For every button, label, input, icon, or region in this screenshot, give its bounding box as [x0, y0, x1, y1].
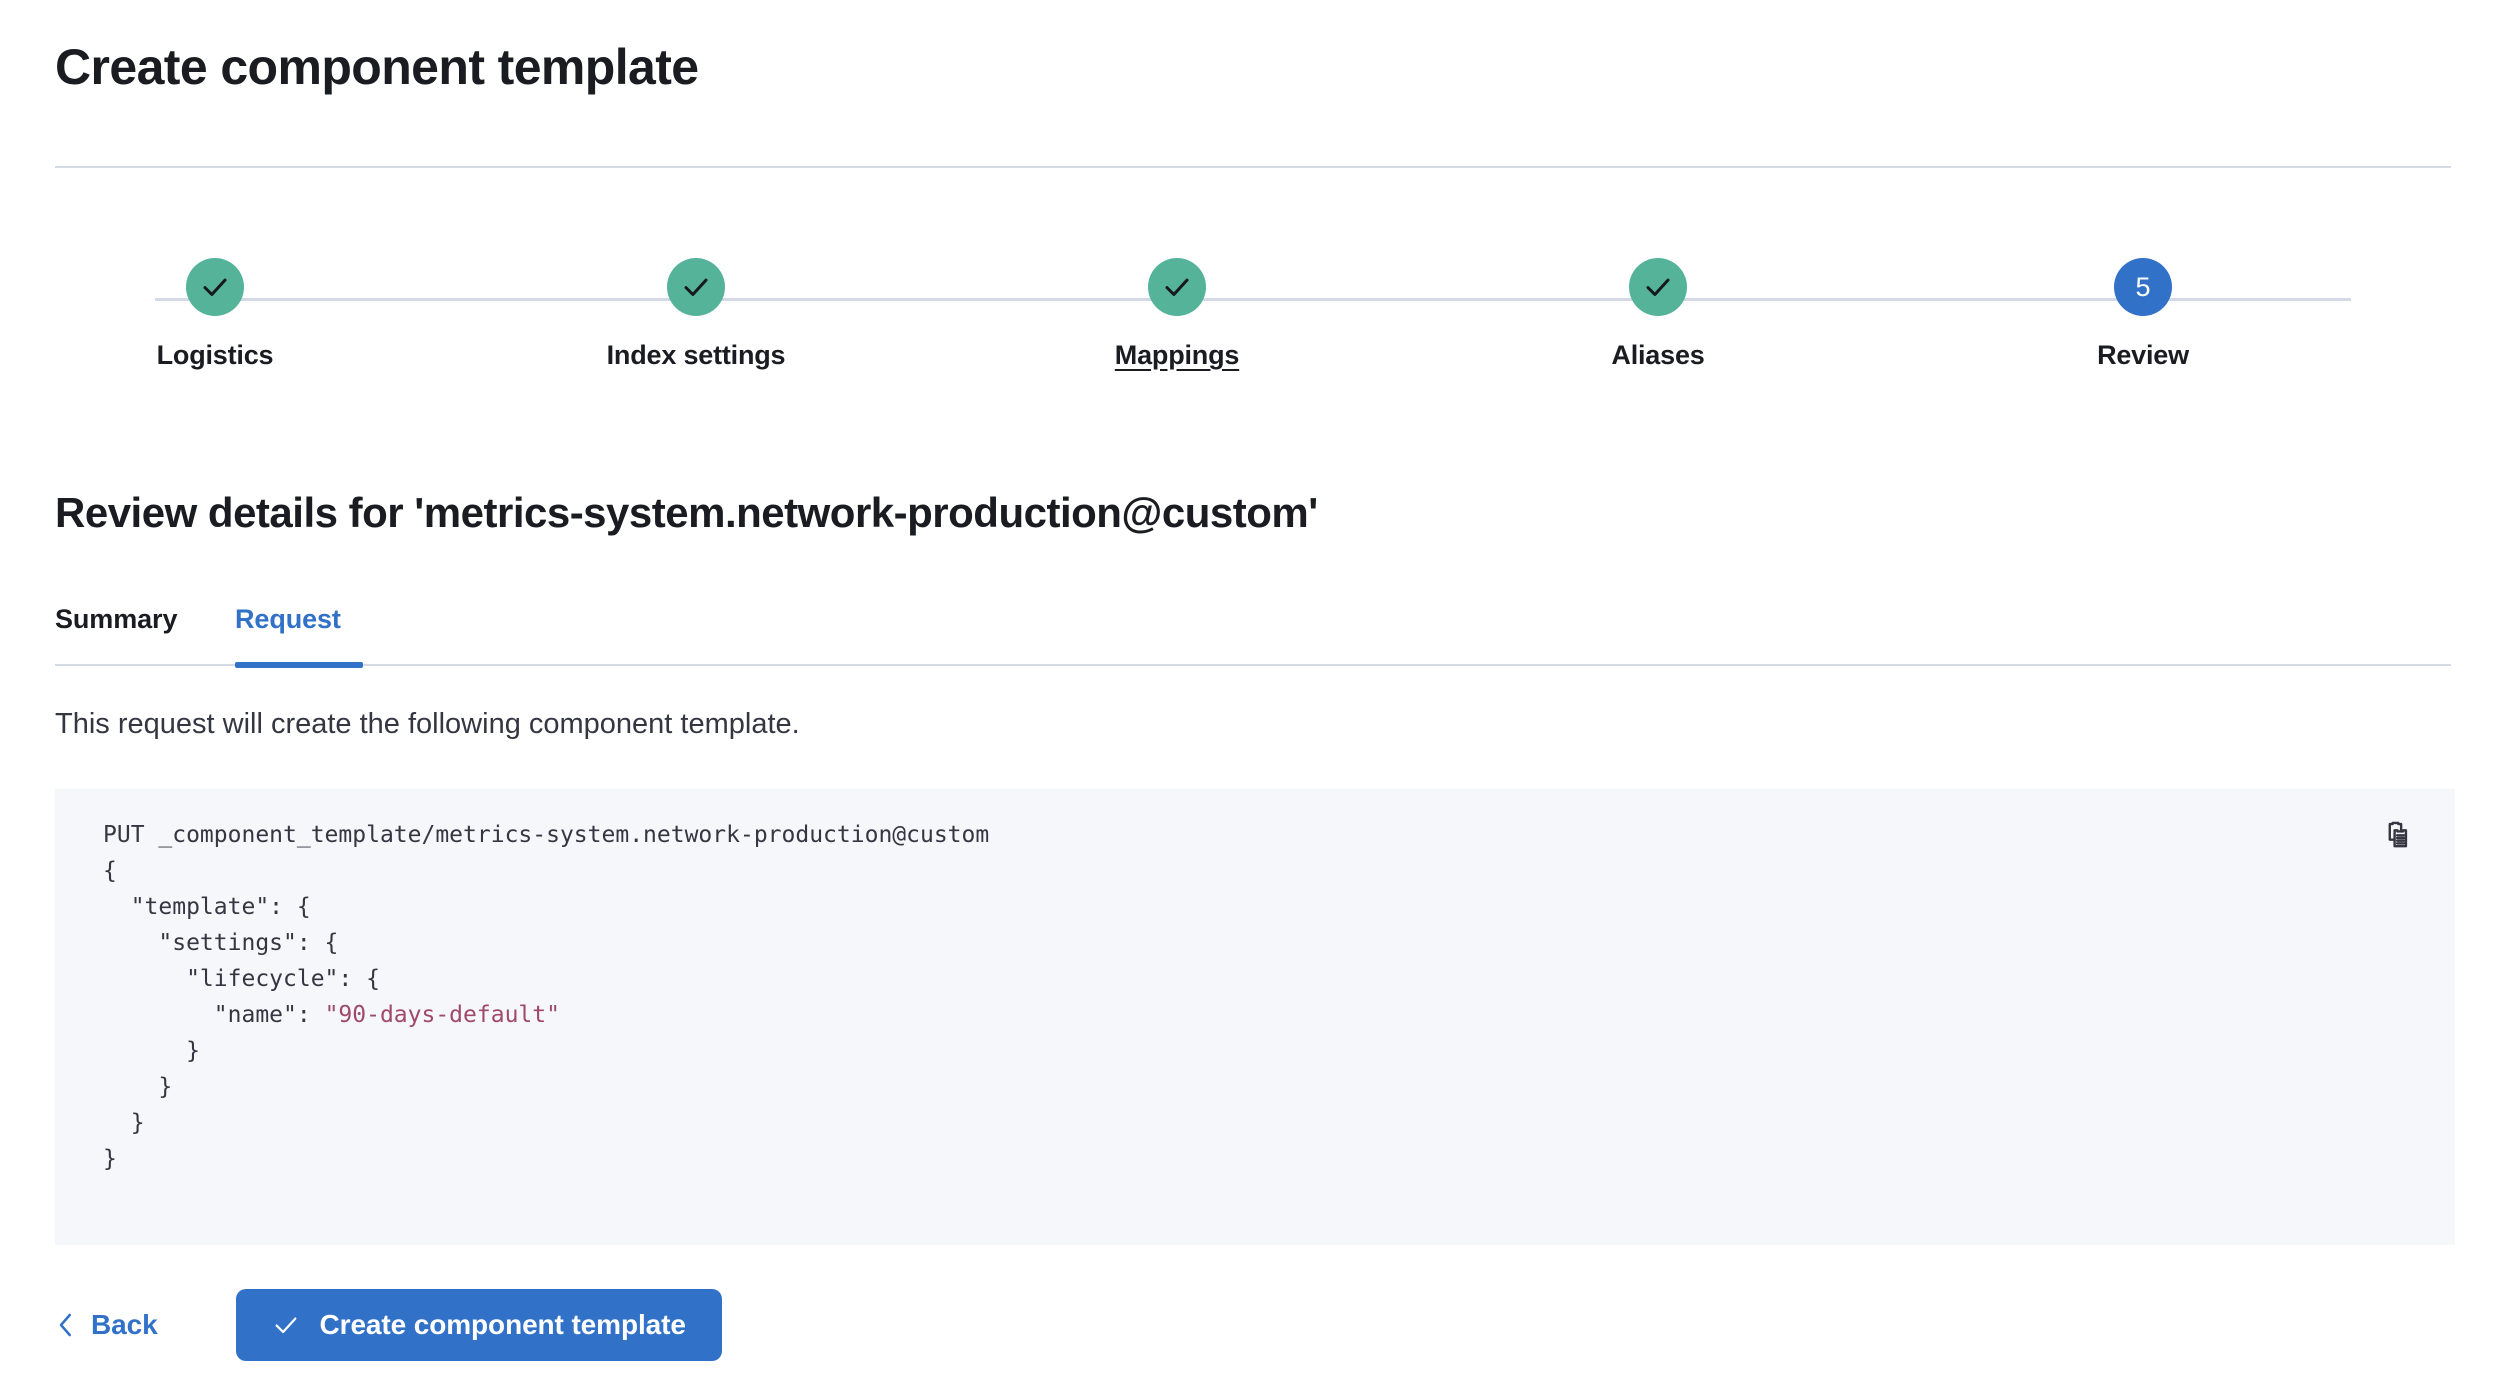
stepper-step-label: Index settings [606, 340, 786, 370]
stepper-step-mappings[interactable]: Mappings [1017, 258, 1337, 371]
active-tab-underline [235, 662, 363, 668]
stepper-step-label[interactable]: Mappings [1114, 340, 1240, 370]
back-button[interactable]: Back [55, 1309, 168, 1341]
stepper-step-index-settings[interactable]: Index settings [536, 258, 856, 371]
step-indicator-current: 5 [2114, 258, 2172, 316]
step-indicator-complete [667, 258, 725, 316]
request-code-text: PUT _component_template/metrics-system.n… [103, 817, 989, 1177]
check-icon [1646, 278, 1670, 296]
stepper-step-label: Logistics [156, 340, 274, 370]
create-button-label: Create component template [319, 1309, 686, 1340]
check-icon [1165, 278, 1189, 296]
step-indicator-complete [1629, 258, 1687, 316]
back-button-label: Back [91, 1309, 158, 1340]
stepper-connector-line [155, 298, 2351, 301]
step-indicator-complete [1148, 258, 1206, 316]
title-divider [55, 166, 2451, 168]
tabs-baseline [55, 664, 2451, 666]
code-body-line: "name": [103, 1002, 325, 1028]
code-string-value: "90-days-default" [324, 1002, 560, 1028]
copy-icon [2388, 821, 2408, 848]
check-icon [275, 1317, 296, 1334]
check-icon [684, 278, 708, 296]
step-indicator-complete [186, 258, 244, 316]
stepper-step-aliases[interactable]: Aliases [1498, 258, 1818, 371]
code-body-line: "template": { [103, 894, 311, 920]
chevron-left-icon [59, 1313, 71, 1337]
wizard-footer-actions: Back Create component template [55, 1289, 722, 1361]
tab-summary[interactable]: Summary [55, 600, 177, 666]
check-icon [203, 278, 227, 296]
stepper-step-label: Aliases [1611, 340, 1705, 370]
code-body-line: } [103, 1038, 200, 1064]
review-tabs: Summary Request [55, 600, 2451, 668]
wizard-stepper: Logistics Index settings Mappings [55, 258, 2451, 398]
page-title: Create component template [55, 39, 699, 95]
stepper-step-logistics[interactable]: Logistics [55, 258, 375, 371]
stepper-step-review[interactable]: 5 Review [1983, 258, 2303, 371]
step-number: 5 [2135, 271, 2151, 302]
create-component-template-button[interactable]: Create component template [235, 1289, 722, 1361]
code-body-line: } [103, 1146, 117, 1172]
code-body-line: } [103, 1110, 145, 1136]
stepper-step-label: Review [2097, 340, 2189, 370]
request-code-panel: PUT _component_template/metrics-system.n… [55, 789, 2455, 1245]
copy-request-button[interactable] [2371, 809, 2425, 863]
request-description: This request will create the following c… [55, 708, 800, 740]
review-heading: Review details for 'metrics-system.netwo… [55, 489, 1318, 536]
code-body-line: "lifecycle": { [103, 966, 380, 992]
code-request-line: PUT _component_template/metrics-system.n… [103, 822, 990, 848]
code-body-line: } [103, 1074, 173, 1100]
code-body-line: { [103, 858, 117, 884]
tab-request[interactable]: Request [235, 600, 341, 666]
code-body-line: "settings": { [103, 930, 339, 956]
